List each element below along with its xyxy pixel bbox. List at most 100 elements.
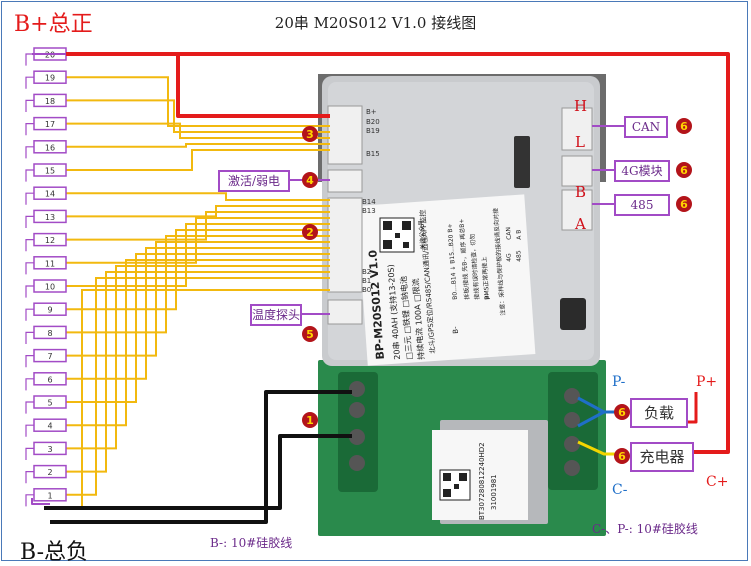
cell-number: 9: [47, 306, 52, 315]
serial-number: BT307280812240HD2: [478, 442, 486, 520]
sampling-wire: [66, 211, 330, 241]
cell-number: 14: [45, 190, 55, 199]
cell-number: 6: [47, 375, 52, 384]
b-minus-wire-note: B-: 10#硅胶线: [210, 536, 293, 550]
cell-bracket: [25, 471, 34, 484]
board-port-485: 485: [515, 250, 523, 262]
board-port-ab: A B: [515, 229, 523, 240]
cell-bracket: [25, 239, 34, 252]
sampling-wire: [66, 271, 330, 473]
buzzer-module: [514, 136, 530, 188]
marker-number: 6: [680, 120, 688, 133]
cell-bracket: [25, 331, 34, 344]
cell-number: 1: [47, 491, 52, 500]
cell-number: 15: [45, 167, 55, 176]
sampling-wires: [66, 76, 330, 510]
sampling-wire: [66, 143, 330, 148]
cell-box: 2: [33, 464, 67, 479]
marker-circle: [614, 404, 630, 420]
connector-temp: [327, 299, 363, 325]
cell-bracket: [25, 401, 34, 414]
activate-callout: 激活/弱电: [218, 170, 290, 192]
board-port-can: CAN: [505, 226, 513, 240]
cell-number: 12: [45, 236, 55, 245]
cell-number: 19: [45, 74, 55, 83]
board-port-4g: 4G: [505, 253, 513, 262]
pin-b15: B15: [366, 150, 380, 158]
pin-b-plus: B+: [366, 108, 377, 116]
cell-bracket: [25, 447, 34, 460]
marker-number: 6: [680, 198, 688, 211]
diagram-title: 20串 M20S012 V1.0 接线图: [274, 14, 477, 32]
p-minus-wire-b: [577, 410, 605, 428]
cell-box: 14: [33, 186, 67, 200]
c-minus-label: C-: [612, 482, 628, 498]
cell-bracket: [25, 378, 34, 391]
b-minus-wire-b: [44, 434, 352, 510]
cell-number: 4: [47, 422, 52, 431]
marker-circle: [676, 196, 692, 212]
connector-485: [561, 189, 593, 231]
connector-4g: [561, 155, 593, 187]
marker-circle: [302, 326, 318, 342]
pin-b19: B19: [366, 127, 380, 135]
cell-number: 18: [45, 97, 55, 106]
sampling-wire: [66, 229, 330, 311]
sampling-wire: [66, 99, 330, 133]
connector-b14-b0: [327, 197, 363, 293]
b-plus-sense-wire: [176, 54, 330, 118]
cell-box: 11: [33, 256, 67, 270]
screw-holes: [349, 381, 580, 476]
cell-bracket: [25, 285, 34, 298]
marker-number: 6: [680, 164, 688, 177]
cell-box: 19: [33, 70, 67, 84]
sampling-wire: [66, 122, 330, 139]
cell-number: 5: [47, 399, 52, 408]
b-minus-link: [31, 498, 50, 505]
cell-number: 2: [47, 468, 52, 477]
cell-box: 1: [33, 488, 67, 502]
cell-box: 16: [33, 140, 67, 154]
cell-bracket: [25, 122, 34, 136]
cell-number: 8: [47, 329, 52, 338]
marker-number: 1: [306, 414, 314, 427]
rs485-callout: 485: [614, 194, 670, 216]
marker-circle: [676, 118, 692, 134]
load-callout: 负载: [630, 398, 688, 428]
cell-box: 9: [33, 302, 67, 316]
pin-b0: B0: [362, 286, 372, 294]
cell-box: 5: [33, 395, 67, 409]
sampling-wire: [66, 76, 330, 127]
pin-b20: B20: [366, 118, 380, 126]
sampling-wire: [66, 192, 330, 201]
cell-box: 4: [33, 418, 67, 432]
qr-code-main: [379, 217, 415, 253]
sampling-wire: [66, 253, 330, 403]
marker-circle: [302, 172, 318, 188]
cell-number: 16: [45, 143, 55, 152]
cell-bracket: [25, 146, 34, 159]
cell-box: 12: [33, 232, 67, 247]
cell-bracket: [25, 169, 34, 182]
cp-wire-note: C-、P-: 10#硅胶线: [592, 522, 698, 536]
cell-box: 13: [33, 209, 67, 224]
cell-bracket: [25, 494, 34, 507]
charger-callout: 充电器: [630, 442, 694, 472]
marker-number: 2: [306, 226, 314, 239]
cell-number: 10: [45, 283, 55, 292]
p-plus-label: P+: [696, 374, 718, 390]
cell-number: 3: [47, 445, 52, 454]
cell-box: 7: [33, 348, 67, 363]
temp-probe-callout: 温度探头: [250, 304, 302, 326]
pin-b14: B14: [362, 198, 376, 206]
cell-box: 18: [33, 93, 67, 108]
cell-number: 17: [45, 120, 55, 129]
port-letter-b: B: [575, 183, 586, 201]
marker-number: 3: [306, 128, 314, 141]
sampling-wire: [66, 217, 330, 264]
b-plus-label: B+总正: [14, 12, 93, 37]
port-letter-a: A: [574, 215, 586, 233]
connector-can: [561, 107, 593, 151]
can-callout: CAN: [624, 116, 668, 138]
